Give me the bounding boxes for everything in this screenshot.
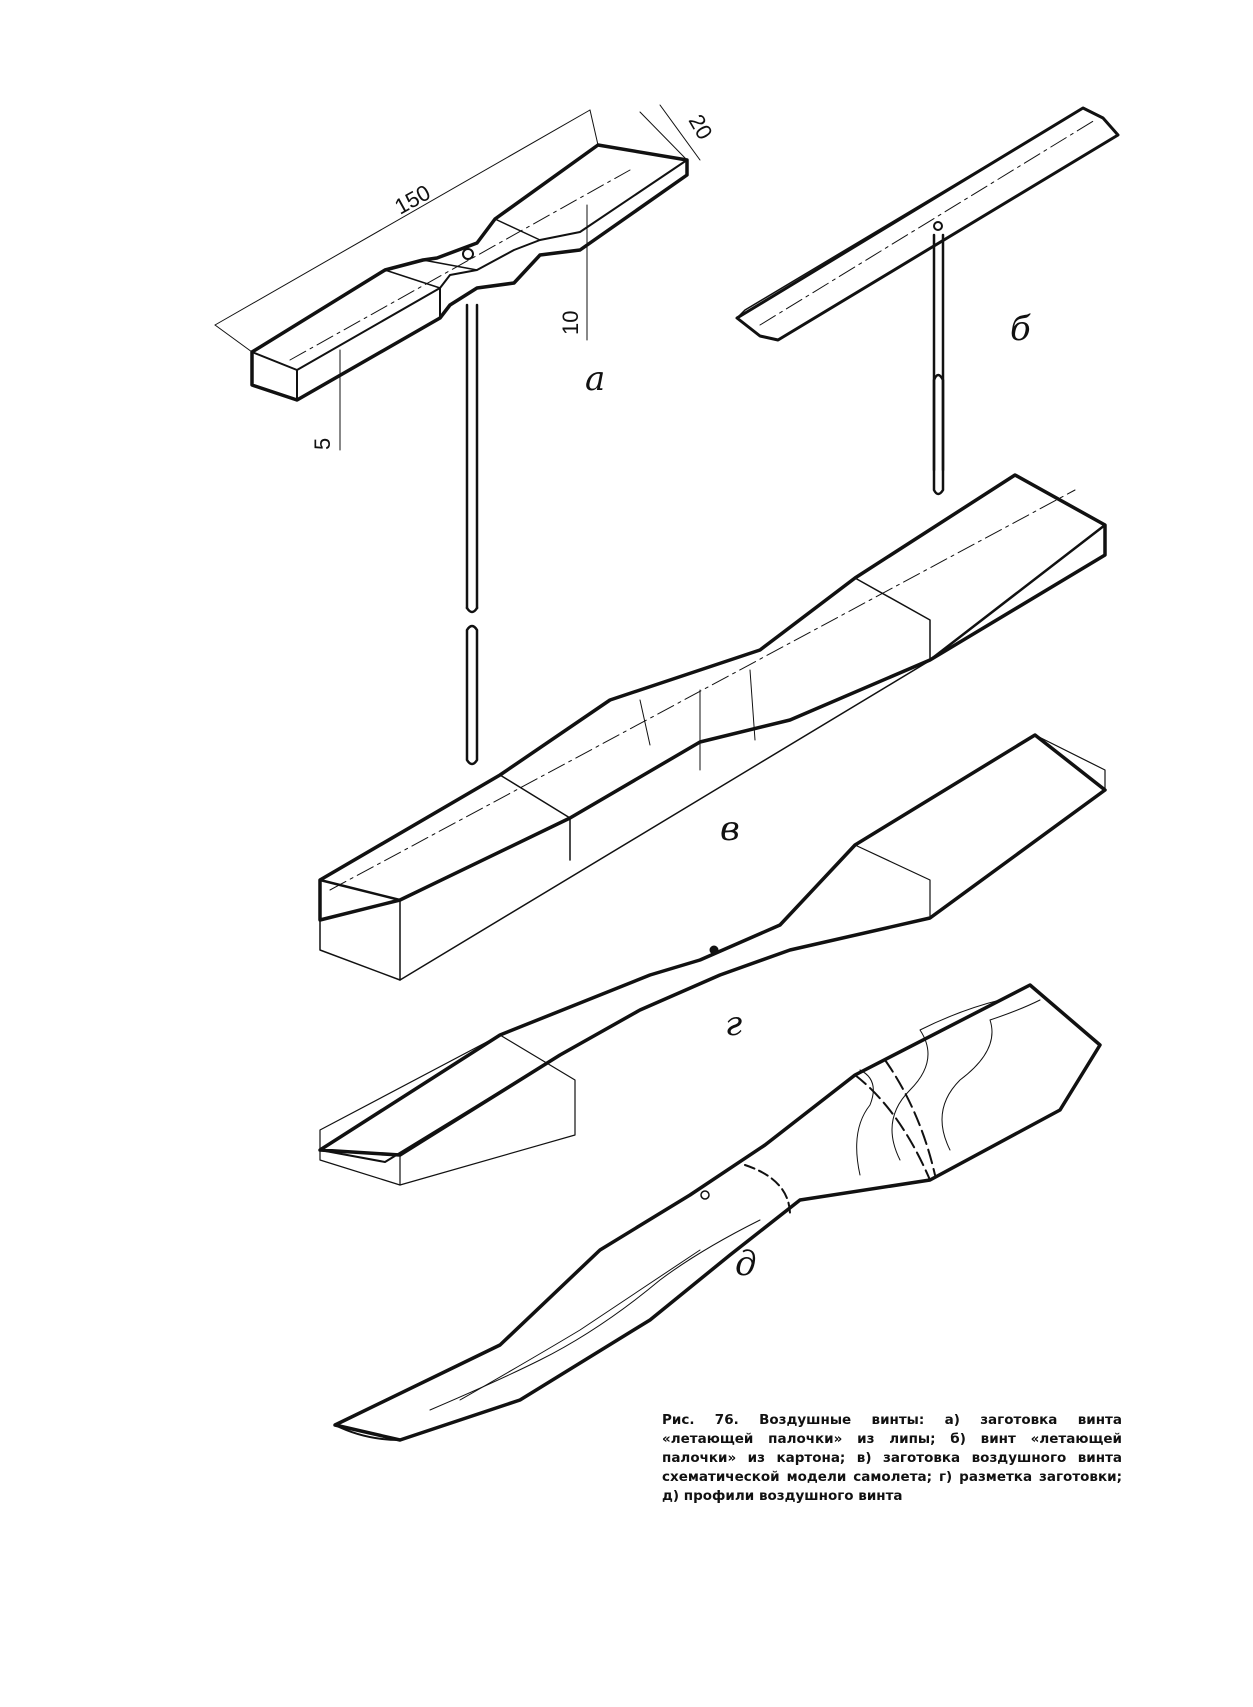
figure-number: Рис. 76. [662, 1412, 739, 1428]
label-d: д [735, 1244, 757, 1284]
dim-width: 20 [684, 110, 718, 144]
blank-a [214, 104, 701, 766]
blank-v [318, 473, 1107, 981]
label-v: в [720, 809, 740, 849]
label-g: г [725, 1004, 742, 1044]
blank-d [333, 983, 1102, 1442]
figure-caption: Рис. 76. Воздушные винты: а) заготовка в… [662, 1411, 1122, 1506]
blank-b [735, 106, 1120, 496]
blank-g [318, 733, 1107, 1186]
caption-text: Воздушные винты: а) заготовка винта «лет… [662, 1412, 1122, 1504]
dim-length: 150 [390, 180, 434, 220]
dim-hub-height: 10 [558, 311, 583, 335]
label-b: б [1010, 309, 1031, 349]
label-a: а [585, 359, 605, 399]
dim-thickness: 5 [310, 438, 335, 450]
